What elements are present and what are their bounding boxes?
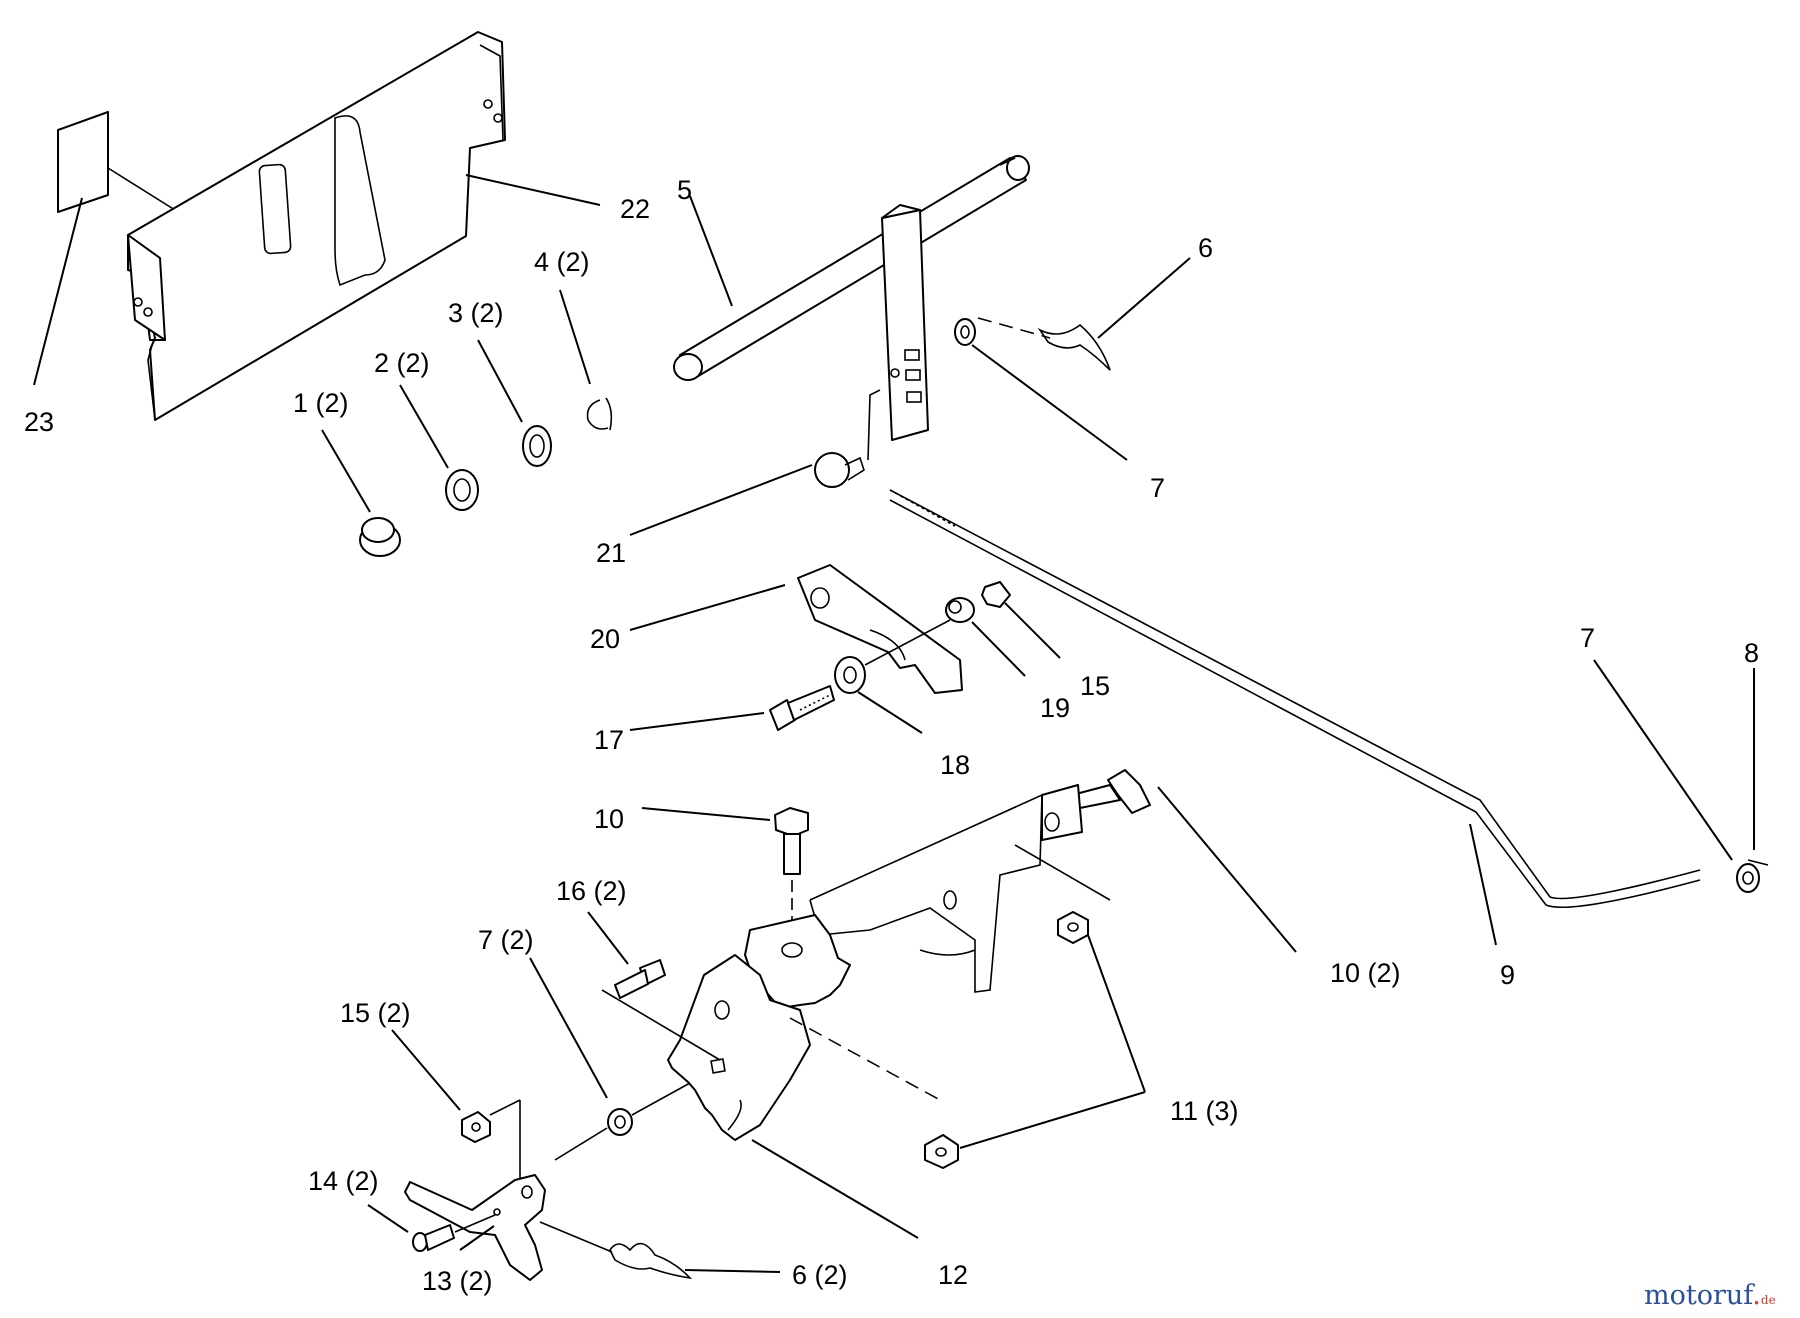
leader-9 — [1469, 823, 1497, 946]
callout-15-lower: 15 (2) — [340, 998, 411, 1028]
callout-10: 10 — [594, 804, 625, 834]
callout-7-upper: 7 — [1150, 473, 1166, 503]
bolt-part-17 — [769, 685, 835, 731]
panel-part-22 — [127, 31, 506, 421]
washer-part-2 — [445, 469, 479, 511]
callout-20: 20 — [590, 624, 621, 654]
nut-part-15-lower — [461, 1099, 521, 1190]
leader-7-lower — [529, 957, 608, 1099]
hairpin-part-6 — [977, 317, 1111, 371]
callout-7-right: 7 — [1580, 623, 1596, 653]
callout-3: 3 (2) — [448, 298, 504, 328]
bracket-part-12 — [809, 784, 1083, 993]
callout-22: 22 — [620, 194, 651, 224]
watermark-logo: motoruf.de — [1644, 1282, 1776, 1309]
callout-9: 9 — [1500, 960, 1516, 990]
bolt-part-10 — [774, 807, 809, 945]
callout-15-upper: 15 — [1080, 671, 1111, 701]
leader-22 — [465, 174, 601, 206]
callout-16: 16 (2) — [556, 876, 627, 906]
bolt-part-16 — [601, 959, 721, 1061]
callout-19: 19 — [1040, 693, 1071, 723]
callout-2: 2 (2) — [374, 348, 430, 378]
watermark-main: motoruf — [1644, 1280, 1753, 1311]
leader-10-pair — [1157, 786, 1297, 953]
callout-10-pair: 10 (2) — [1330, 958, 1401, 988]
washer-part-7-upper — [954, 318, 976, 346]
pin-part-8 — [1747, 859, 1769, 866]
callout-6: 6 — [1198, 233, 1214, 263]
callout-1: 1 (2) — [293, 388, 349, 418]
clip-part-4 — [586, 397, 613, 431]
shaft-part-5 — [673, 155, 1030, 381]
nut-part-11-upper — [1014, 844, 1111, 944]
leader-6 — [1097, 257, 1191, 339]
leader-13 — [459, 1225, 495, 1251]
plate-part-20 — [797, 564, 963, 694]
leader-11b — [959, 1091, 1146, 1149]
leader-15-upper — [1004, 602, 1061, 659]
hairpin-part-6-lower — [539, 1221, 693, 1280]
bushing-part-1 — [359, 517, 401, 557]
callout-5: 5 — [677, 175, 693, 205]
callout-21: 21 — [596, 538, 627, 568]
lever-part-13 — [404, 1174, 546, 1281]
leader-15-lower — [391, 1029, 461, 1111]
leader-10 — [641, 807, 771, 821]
leader-14 — [367, 1204, 409, 1233]
bracket-part-12-left — [667, 954, 811, 1141]
leader-7-upper — [971, 344, 1128, 461]
callout-14: 14 (2) — [308, 1166, 379, 1196]
callout-4: 4 (2) — [534, 247, 590, 277]
leader-11a — [1087, 934, 1146, 1093]
leader-6-lower — [684, 1269, 781, 1273]
nut-part-11-lower — [789, 1017, 959, 1169]
leader-1 — [321, 429, 371, 513]
spacer-part-19 — [945, 597, 975, 623]
lever-arm — [867, 204, 929, 461]
ferrule-part-21 — [814, 452, 865, 488]
callout-13: 13 (2) — [422, 1266, 493, 1296]
leader-21 — [629, 464, 813, 536]
washer-part-7-lower — [554, 1082, 691, 1161]
callout-8: 8 — [1744, 638, 1760, 668]
pin-part-14 — [412, 1214, 496, 1252]
leader-20 — [629, 584, 786, 631]
leader-16 — [587, 911, 629, 965]
nut-part-15-upper — [981, 581, 1011, 608]
leader-23 — [33, 197, 83, 386]
rod-part-9 — [889, 489, 1701, 909]
washer-part-7-right — [1736, 863, 1760, 893]
watermark-suffix: de — [1760, 1293, 1776, 1307]
washer-part-3 — [522, 425, 552, 467]
leader-17 — [629, 712, 765, 731]
callout-23: 23 — [24, 407, 55, 437]
callout-12: 12 — [938, 1260, 969, 1290]
leader-4 — [559, 289, 591, 385]
leader-5 — [689, 195, 733, 307]
leader-19 — [971, 621, 1026, 677]
callout-17: 17 — [594, 725, 625, 755]
leader-12 — [751, 1139, 919, 1239]
decal-part-23 — [57, 111, 176, 213]
bolt-part-10-pair — [1071, 769, 1151, 814]
leader-lines — [33, 174, 1755, 1273]
callout-6-lower: 6 (2) — [792, 1260, 848, 1290]
watermark-dot: . — [1752, 1280, 1761, 1311]
callout-7-lower: 7 (2) — [478, 925, 534, 955]
callout-11: 11 (3) — [1170, 1096, 1239, 1126]
leader-3 — [477, 339, 523, 423]
leader-2 — [399, 384, 449, 469]
callout-18: 18 — [940, 750, 971, 780]
leader-18 — [857, 691, 923, 734]
washer-part-18 — [834, 619, 951, 694]
leader-7-right — [1593, 659, 1733, 861]
